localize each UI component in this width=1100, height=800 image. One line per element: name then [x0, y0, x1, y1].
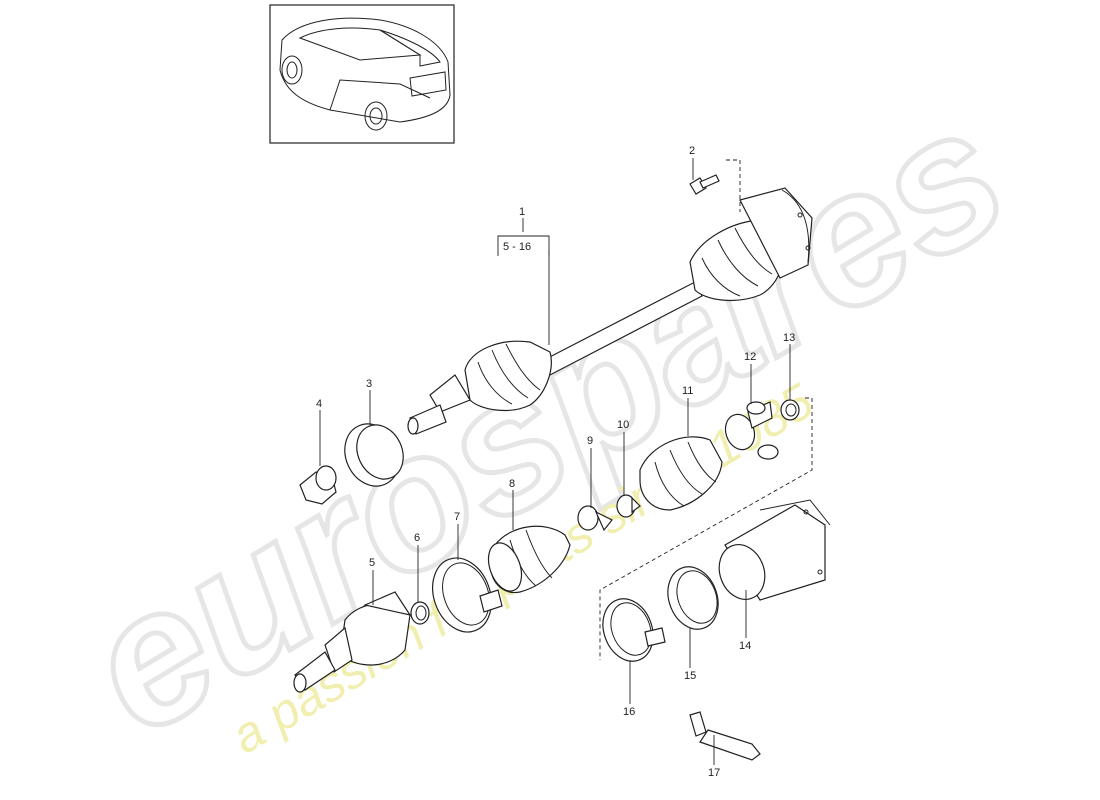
watermark: eurospares a passion for parts since 198… [49, 63, 1041, 777]
part-small-clamps [577, 494, 641, 532]
callout-2: 2 [689, 145, 695, 157]
vehicle-thumbnail [269, 4, 455, 144]
callout-1: 1 [519, 206, 525, 218]
part-boot-inner [639, 436, 723, 511]
callout-6: 6 [414, 532, 420, 544]
part-sealing-ring [344, 423, 404, 487]
part-boot-outer [487, 525, 571, 594]
callout-5: 5 [369, 557, 375, 569]
part-joint [293, 591, 412, 693]
callout-11: 11 [682, 385, 693, 397]
leader-lines [319, 158, 791, 765]
part-circlip-small [780, 399, 800, 421]
callout-17: 17 [708, 767, 720, 779]
watermark-brand: eurospares [52, 66, 1039, 775]
part-hose-clamp-large [432, 557, 503, 633]
part-tripod [724, 401, 779, 460]
callout-14: 14 [739, 640, 751, 652]
part-clamp-ring [667, 566, 719, 630]
part-housing [718, 499, 831, 601]
callout-16: 16 [623, 706, 635, 718]
part-bolt [689, 174, 720, 195]
car-outline-icon [279, 17, 451, 131]
callout-10: 10 [617, 419, 629, 431]
part-drive-shaft [407, 187, 813, 435]
callouts: 1 5 - 16 2 3 4 5 6 7 8 9 10 11 12 13 14 … [316, 145, 795, 779]
callout-13: 13 [783, 332, 795, 344]
callout-range: 5 - 16 [503, 241, 531, 253]
callout-15: 15 [684, 670, 696, 682]
part-hose-clamp-small [602, 598, 666, 662]
assembly-lines [599, 159, 813, 660]
callout-7: 7 [454, 511, 460, 523]
callout-3: 3 [366, 378, 372, 390]
part-grease-tube [689, 711, 761, 761]
part-circlip [410, 601, 430, 625]
callout-9: 9 [587, 435, 593, 447]
callout-4: 4 [316, 398, 322, 410]
callout-8: 8 [509, 478, 515, 490]
part-collar-nut [299, 465, 337, 505]
callout-12: 12 [744, 351, 756, 363]
